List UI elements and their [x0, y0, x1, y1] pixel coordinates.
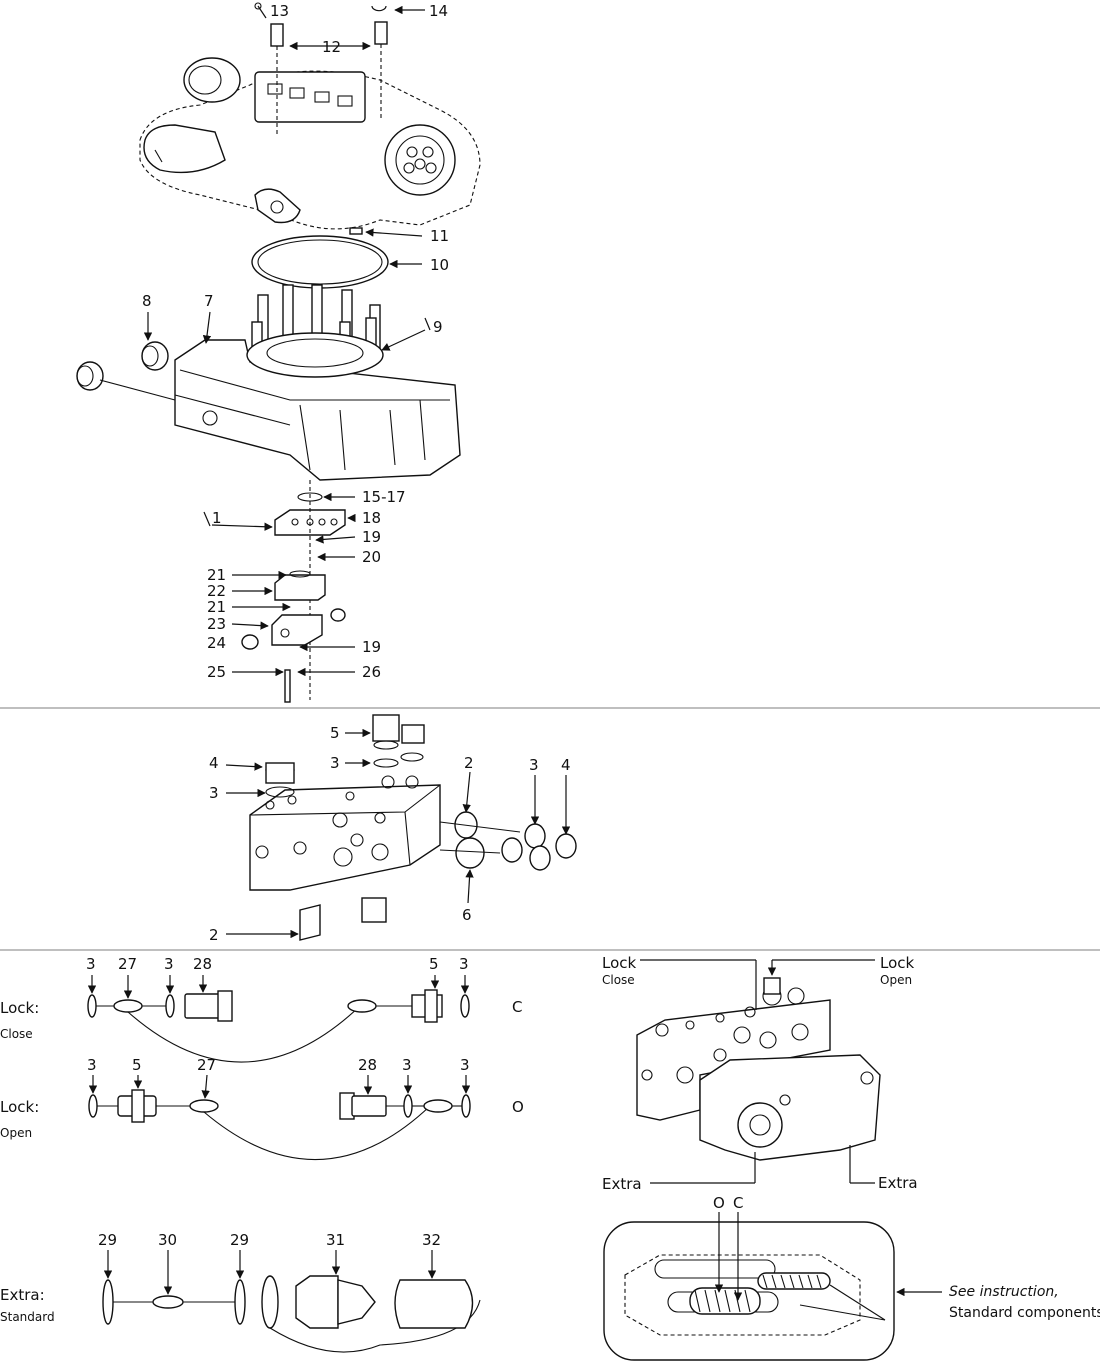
- callout-13: 13: [270, 2, 289, 20]
- spring-left: [689, 1287, 761, 1315]
- screw-14: [374, 21, 388, 120]
- callout-3: 3: [330, 754, 340, 772]
- extra-sub: Standard: [0, 1310, 55, 1324]
- callout-4: 4: [209, 754, 219, 772]
- screw-13: [270, 23, 284, 135]
- callout-2-b: 2: [209, 926, 219, 944]
- right-assembly-drawing: Lock Close Lock Open Extra Extra: [602, 954, 918, 1193]
- callout-15-17: 15-17: [362, 488, 406, 506]
- right-extra-right: Extra: [878, 1174, 918, 1192]
- top-callouts: 13 14 12 11 10 9 8 7 15-17 1 18 19 20 21…: [142, 2, 449, 681]
- callout-28: 28: [358, 1056, 377, 1074]
- callout-12: 12: [322, 38, 341, 56]
- wrench-icon: [371, 5, 387, 12]
- callout-9: 9: [433, 318, 443, 336]
- callout-3: 3: [87, 1056, 97, 1074]
- callout-2: 2: [464, 754, 474, 772]
- middle-callouts: 5 4 3 3 2 3 4 2 6: [209, 724, 571, 944]
- lock-close-sub: Close: [0, 1027, 33, 1041]
- callout-25: 25: [207, 663, 226, 681]
- callout-5: 5: [132, 1056, 142, 1074]
- callout-6: 6: [462, 906, 472, 924]
- o-ring-10: [251, 235, 389, 289]
- lock-open-code: O: [512, 1098, 524, 1116]
- callout-8: 8: [142, 292, 152, 310]
- callout-23: 23: [207, 615, 226, 633]
- right-lock-close-title: Lock: [602, 954, 637, 972]
- lock-close-title: Lock:: [0, 999, 39, 1017]
- callout-5: 5: [429, 955, 439, 973]
- callout-21: 21: [207, 566, 226, 584]
- note-see-instruction: See instruction,: [949, 1284, 1059, 1300]
- callout-5: 5: [330, 724, 340, 742]
- callout-3-b: 3: [209, 784, 219, 802]
- callout-20: 20: [362, 548, 381, 566]
- callout-1: 1: [212, 509, 222, 527]
- callout-14: 14: [429, 2, 448, 20]
- top-assembly-drawing: [76, 2, 481, 703]
- lock-open-title: Lock:: [0, 1098, 39, 1116]
- callout-26: 26: [362, 663, 381, 681]
- extra-title: Extra:: [0, 1286, 45, 1304]
- callout-3-b: 3: [164, 955, 174, 973]
- callout-4-b: 4: [561, 756, 571, 774]
- callout-27: 27: [118, 955, 137, 973]
- callout-10: 10: [430, 256, 449, 274]
- lock-open-sub: Open: [0, 1126, 32, 1140]
- note-standard-components: Standard components: [949, 1305, 1100, 1321]
- base-block-7: [174, 332, 461, 481]
- block-23: [271, 608, 346, 646]
- plug-24: [241, 634, 259, 650]
- callout-3-c: 3: [529, 756, 539, 774]
- cap-8: [141, 341, 169, 371]
- lock-open-row: Lock: Open 3 5 27 28 3 3 O: [0, 1056, 524, 1161]
- wrench-icon-9: [424, 317, 431, 331]
- callout-29-b: 29: [230, 1231, 249, 1249]
- callout-3-b: 3: [402, 1056, 412, 1074]
- wrench-icon-1: [203, 511, 211, 527]
- pin-25: [284, 669, 291, 703]
- extra-row: Extra: Standard 29 30 29 31 32: [0, 1231, 481, 1353]
- callout-24: 24: [207, 634, 226, 652]
- callout-19-b: 19: [362, 638, 381, 656]
- cap-8-b: [76, 361, 176, 401]
- right-lock-open-title: Lock: [880, 954, 915, 972]
- inset-c: C: [733, 1194, 743, 1212]
- right-lock-close-sub: Close: [602, 973, 635, 987]
- spring-right: [757, 1272, 831, 1290]
- callout-30: 30: [158, 1231, 177, 1249]
- pin-11: [349, 227, 363, 235]
- callout-7: 7: [204, 292, 214, 310]
- inset-o: O: [713, 1194, 725, 1212]
- callout-3-c: 3: [460, 1056, 470, 1074]
- module-18: [274, 492, 346, 536]
- middle-leaders: [225, 728, 571, 939]
- callout-18: 18: [362, 509, 381, 527]
- callout-22: 22: [207, 582, 226, 600]
- callout-32: 32: [422, 1231, 441, 1249]
- upper-housing: [139, 57, 481, 230]
- callout-31: 31: [326, 1231, 345, 1249]
- callout-28: 28: [193, 955, 212, 973]
- lock-close-row: Lock: Close 3 27 3 28 5 3 C: [0, 955, 522, 1063]
- right-lock-open-sub: Open: [880, 973, 912, 987]
- callout-29: 29: [98, 1231, 117, 1249]
- callout-3: 3: [86, 955, 96, 973]
- detail-inset: O C: [603, 1194, 942, 1361]
- callout-3-c: 3: [459, 955, 469, 973]
- callout-11: 11: [430, 227, 449, 245]
- lock-close-code: C: [512, 998, 522, 1016]
- callout-21-b: 21: [207, 598, 226, 616]
- top-leaders: [143, 5, 426, 677]
- right-extra-left: Extra: [602, 1175, 642, 1193]
- callout-19: 19: [362, 528, 381, 546]
- callout-27: 27: [197, 1056, 216, 1074]
- valve-block-drawing: [249, 714, 577, 941]
- wrench-icon: [254, 2, 267, 19]
